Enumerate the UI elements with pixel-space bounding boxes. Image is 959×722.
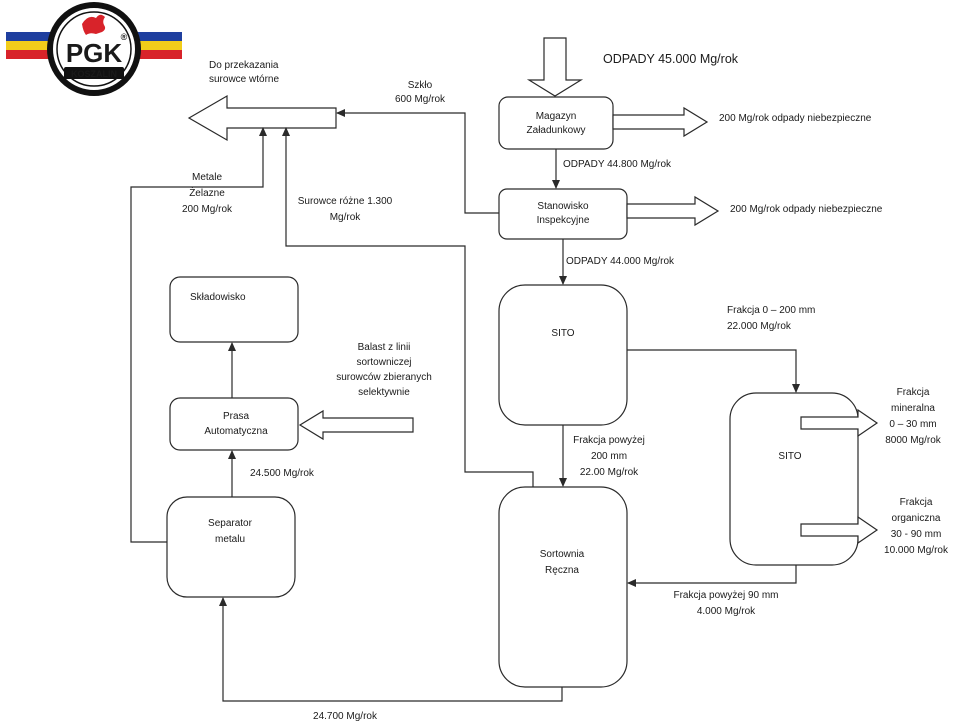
logo-stripe-blue-left	[6, 32, 54, 41]
flow-label-sortownia-separator: 24.700 Mg/rok	[313, 711, 378, 722]
flow-label-glass-1: Szkło	[408, 80, 433, 91]
sortownia-node	[498, 486, 628, 688]
input-label: ODPADY 45.000 Mg/rok	[603, 52, 739, 66]
magazyn-label-1: Magazyn	[536, 111, 577, 122]
recycling-output-arrow	[187, 94, 337, 142]
recycling-label-1: Do przekazania	[209, 60, 279, 71]
mineral-output-arrow	[800, 408, 879, 438]
flow-label-fraction-above-200-3: 22.00 Mg/rok	[580, 467, 639, 478]
logo-stripe-blue-right	[134, 32, 182, 41]
logo-stripe-yellow-right	[134, 41, 182, 50]
flow-glass	[336, 109, 499, 214]
pgk-logo: PGK ® KOSZALIN	[6, 2, 182, 96]
mineral-label-3: 0 – 30 mm	[889, 419, 936, 430]
ballast-label-1: Balast z linii	[358, 342, 411, 353]
hazardous-arrow-1	[612, 106, 709, 138]
organic-label-4: 10.000 Mg/rok	[884, 545, 949, 556]
sito-label-1: SITO	[551, 328, 574, 339]
prasa-label-2: Automatyczna	[204, 426, 268, 437]
stanowisko-node	[498, 188, 628, 240]
flow-label-separator-prasa: 24.500 Mg/rok	[250, 468, 315, 479]
skladowisko-label: Składowisko	[190, 292, 246, 303]
ballast-label-4: selektywnie	[358, 387, 410, 398]
logo-subtext: KOSZALIN	[71, 69, 117, 79]
flow-label-metals-1: Metale	[192, 172, 222, 183]
ballast-input-arrow	[298, 409, 414, 441]
input-arrow	[526, 37, 584, 97]
separator-label-2: metalu	[215, 534, 245, 545]
skladowisko-node	[169, 276, 299, 343]
rooster-icon	[82, 14, 106, 35]
sito-node-2	[729, 392, 859, 566]
flow-label-misc-raw-2: Mg/rok	[330, 212, 362, 223]
organic-label-1: Frakcja	[900, 497, 933, 508]
logo-stripe-red-right	[134, 50, 182, 59]
flow-misc-raw	[282, 127, 534, 487]
flow-label-fraction-0-200-2: 22.000 Mg/rok	[727, 321, 792, 332]
mineral-label-4: 8000 Mg/rok	[885, 435, 942, 446]
hazardous-label-2: 200 Mg/rok odpady niebezpieczne	[730, 204, 883, 215]
flow-label-magazyn-stanowisko: ODPADY 44.800 Mg/rok	[563, 159, 672, 170]
organic-output-arrow	[800, 515, 879, 545]
recycling-label-2: surowce wtórne	[209, 74, 279, 85]
logo-text: PGK	[66, 38, 123, 68]
magazyn-label-2: Załadunkowy	[527, 125, 586, 136]
organic-label-3: 30 - 90 mm	[891, 529, 942, 540]
logo-registered-mark: ®	[121, 32, 128, 42]
hazardous-label-1: 200 Mg/rok odpady niebezpieczne	[719, 113, 872, 124]
mineral-label-1: Frakcja	[897, 387, 930, 398]
separator-node	[166, 496, 296, 598]
stanowisko-label-2: Inspekcyjne	[537, 215, 590, 226]
stanowisko-label-1: Stanowisko	[537, 201, 589, 212]
ballast-label-3: surowców zbieranych	[336, 372, 432, 383]
logo-subtext-bar	[64, 67, 124, 79]
flow-label-fraction-above-90-1: Frakcja powyżej 90 mm	[673, 590, 778, 601]
flow-label-fraction-above-200-2: 200 mm	[591, 451, 627, 462]
sito-label-2: SITO	[778, 451, 801, 462]
sito-node-1	[498, 284, 628, 426]
logo-stripe-yellow-left	[6, 41, 54, 50]
flow-label-fraction-above-90-2: 4.000 Mg/rok	[697, 606, 756, 617]
prasa-node	[169, 397, 299, 451]
flow-label-stanowisko-sito: ODPADY 44.000 Mg/rok	[566, 256, 675, 267]
separator-label-1: Separator	[208, 518, 253, 529]
mineral-label-2: mineralna	[891, 403, 935, 414]
organic-label-2: organiczna	[892, 513, 941, 524]
ballast-label-2: sortowniczej	[356, 357, 411, 368]
flow-label-fraction-above-200-1: Frakcja powyżej	[573, 435, 645, 446]
flow-label-misc-raw-1: Surowce różne 1.300	[298, 196, 393, 207]
flow-label-glass-2: 600 Mg/rok	[395, 94, 446, 105]
magazyn-node	[498, 96, 614, 150]
flow-label-metals-2: Żelazne	[189, 186, 225, 199]
flow-label-fraction-0-200-1: Frakcja 0 – 200 mm	[727, 305, 815, 316]
prasa-label-1: Prasa	[223, 411, 250, 422]
hazardous-arrow-2	[626, 195, 720, 227]
flow-fraction-0-200	[627, 349, 800, 393]
flow-fraction-above-90	[627, 565, 797, 587]
sortownia-label-1: Sortownia	[540, 549, 585, 560]
logo-stripe-red-left	[6, 50, 54, 59]
sortownia-label-2: Ręczna	[545, 565, 579, 576]
flow-metals	[130, 127, 267, 543]
flow-label-metals-3: 200 Mg/rok	[182, 204, 233, 215]
flow-sortownia-separator	[219, 597, 563, 702]
